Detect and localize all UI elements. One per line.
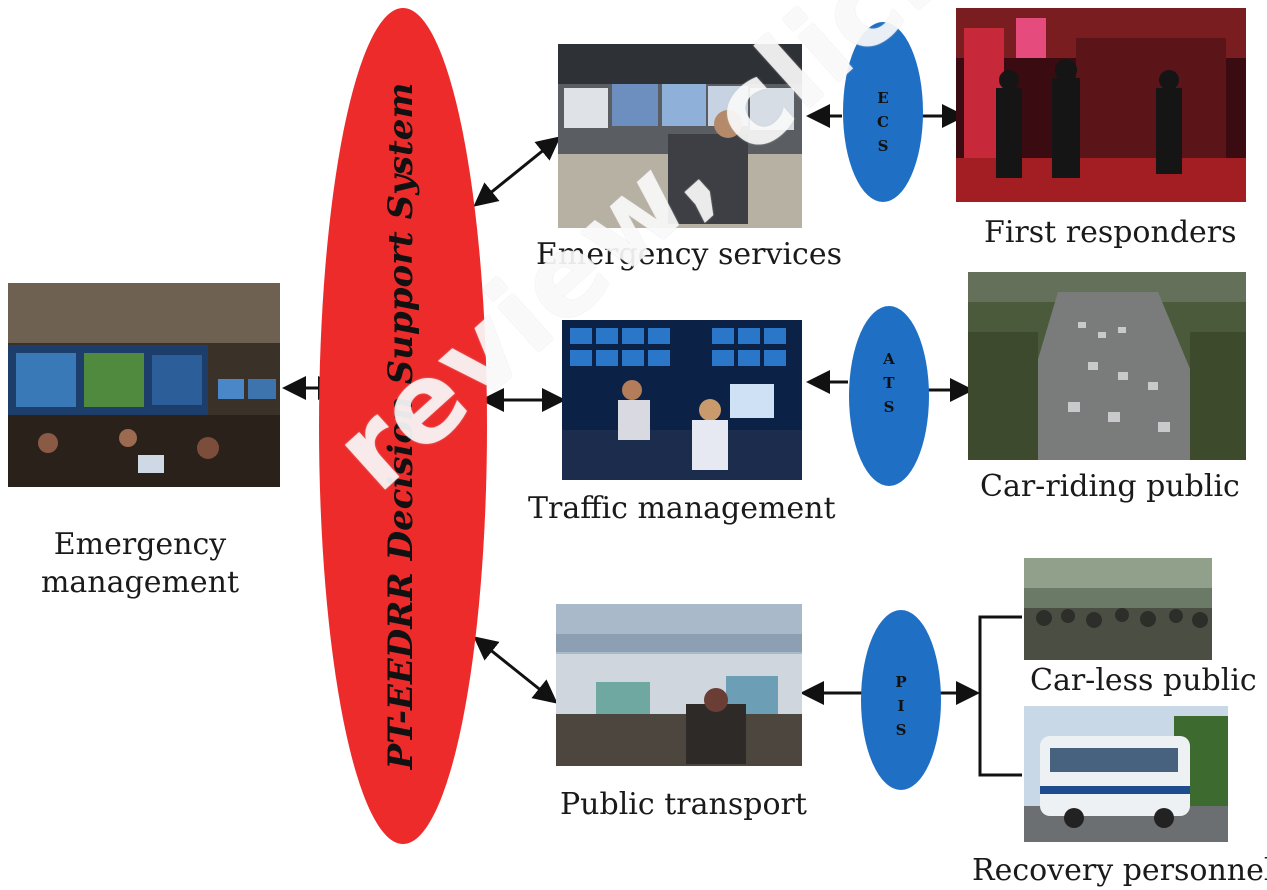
pis-oval	[861, 610, 941, 790]
ats-oval	[849, 306, 929, 486]
pis-letters: P I S	[895, 673, 907, 739]
first-responders-label: First responders	[984, 215, 1237, 250]
car-riding-public-photo	[968, 272, 1246, 460]
recovery-personnel-label: Recovery personnel	[972, 853, 1267, 888]
recovery-personnel-photo	[1024, 706, 1228, 842]
traffic-management-label: Traffic management	[528, 491, 836, 526]
car-less-public-photo	[1024, 558, 1212, 660]
bracket-line	[978, 615, 1022, 777]
emergency-services-label: Emergency services	[536, 237, 842, 272]
ecs-oval	[843, 22, 923, 202]
public-transport-label: Public transport	[560, 787, 807, 822]
ats-letters: A T S	[883, 350, 895, 416]
first-responders-photo	[956, 8, 1246, 202]
ecs-letters: E C S	[877, 89, 889, 155]
emergency-services-photo	[558, 44, 802, 228]
car-riding-public-label: Car-riding public	[980, 469, 1240, 504]
system-title: PT-EEDRR Decision Support System	[381, 83, 421, 771]
car-less-public-label: Car-less public	[1030, 663, 1257, 698]
arrow-system-transport	[473, 636, 558, 704]
public-transport-photo	[556, 604, 802, 766]
emergency-management-photo	[8, 283, 280, 487]
emergency-management-label: Emergency management	[40, 527, 240, 600]
arrow-system-services	[473, 136, 561, 207]
traffic-management-photo	[562, 320, 802, 480]
